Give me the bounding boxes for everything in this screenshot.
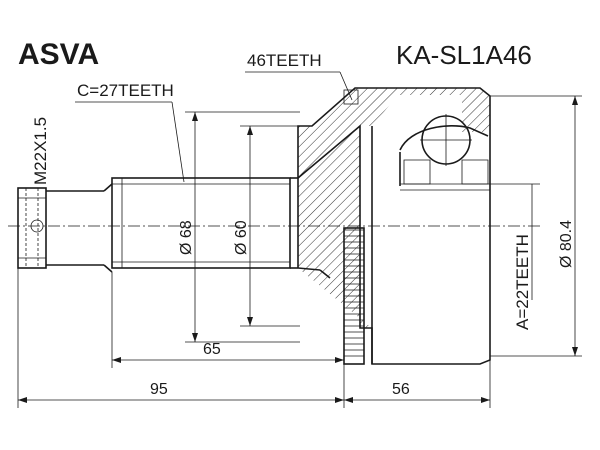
dia-dimensions bbox=[185, 111, 300, 343]
right-dimensions bbox=[490, 95, 582, 357]
dia-60-label: Ø 60 bbox=[233, 220, 250, 255]
thread-end bbox=[17, 187, 47, 269]
dia-80-4-label: Ø 80.4 bbox=[558, 220, 575, 268]
abs-tone-ring bbox=[343, 227, 365, 365]
length-95-label: 95 bbox=[150, 381, 168, 398]
c-spline-label: C=27TEETH bbox=[77, 81, 174, 100]
part-number: KA-SL1A46 bbox=[396, 40, 532, 70]
outer-teeth-label: 46TEETH bbox=[247, 51, 322, 70]
ball-cage bbox=[399, 114, 489, 186]
shaft-neck bbox=[46, 183, 113, 273]
thread-label: M22X1.5 bbox=[31, 117, 50, 185]
leaders bbox=[75, 71, 353, 183]
brand-name: ASVA bbox=[18, 38, 99, 71]
length-56-label: 56 bbox=[392, 381, 410, 398]
splined-stem bbox=[111, 177, 298, 269]
length-dimensions bbox=[17, 268, 491, 408]
a-spline-label: A=22TEETH bbox=[513, 234, 532, 330]
outer-teeth-marker bbox=[343, 89, 359, 105]
dia-68-label: Ø 68 bbox=[178, 220, 195, 255]
length-65-label: 65 bbox=[203, 341, 221, 358]
